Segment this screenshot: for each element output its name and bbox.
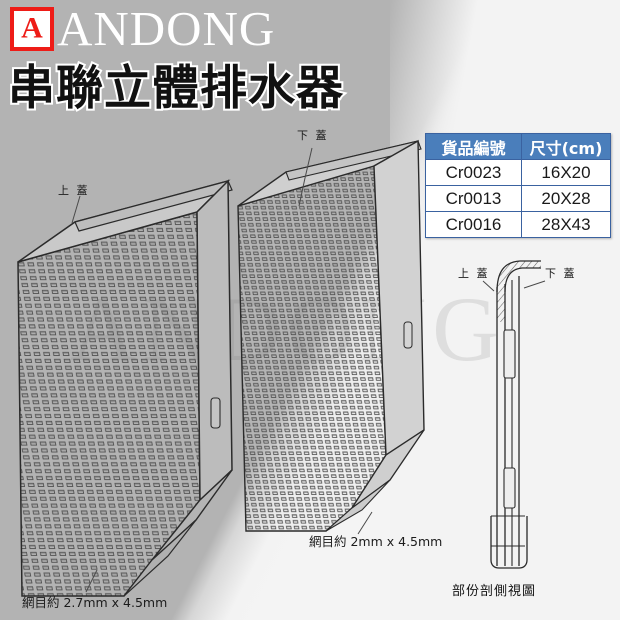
table-row: Cr0013 20X28 xyxy=(425,185,611,212)
column-header-product-code: 貨品編號 xyxy=(425,133,522,160)
andong-logo-icon: A xyxy=(10,7,54,51)
cell-product-code: Cr0023 xyxy=(425,159,522,186)
page-title: 串聯立體排水器 xyxy=(6,60,345,118)
annotation-lower-cover-top: 下 蓋 xyxy=(297,129,329,142)
cell-size: 28X43 xyxy=(521,211,611,238)
cell-product-code: Cr0016 xyxy=(425,211,522,238)
table-header-row: 貨品編號 尺寸(cm) xyxy=(425,133,611,160)
cell-size: 20X28 xyxy=(521,185,611,212)
specification-table: 貨品編號 尺寸(cm) Cr0023 16X20 Cr0013 20X28 Cr… xyxy=(425,133,611,238)
table-row: Cr0016 28X43 xyxy=(425,211,611,238)
annotation-upper-cover-left: 上 蓋 xyxy=(58,184,90,197)
annotation-mesh-size-left: 網目約 2.7mm x 4.5mm xyxy=(22,595,168,610)
column-header-size: 尺寸(cm) xyxy=(521,133,611,160)
brand-name: ANDONG xyxy=(57,1,276,56)
logo-letter: A xyxy=(21,11,43,45)
side-section-view xyxy=(482,260,546,569)
side-view-caption: 部份剖側視圖 xyxy=(452,584,537,599)
annotation-side-lower-cover: 下 蓋 xyxy=(545,267,577,280)
cell-size: 16X20 xyxy=(521,159,611,186)
annotation-mesh-size-right: 網目約 2mm x 4.5mm xyxy=(309,534,443,549)
cell-product-code: Cr0013 xyxy=(425,185,522,212)
annotation-side-upper-cover: 上 蓋 xyxy=(458,267,490,280)
drainage-panel-small xyxy=(237,139,425,535)
table-row: Cr0023 16X20 xyxy=(425,159,611,186)
drainage-panel-large xyxy=(17,179,233,597)
